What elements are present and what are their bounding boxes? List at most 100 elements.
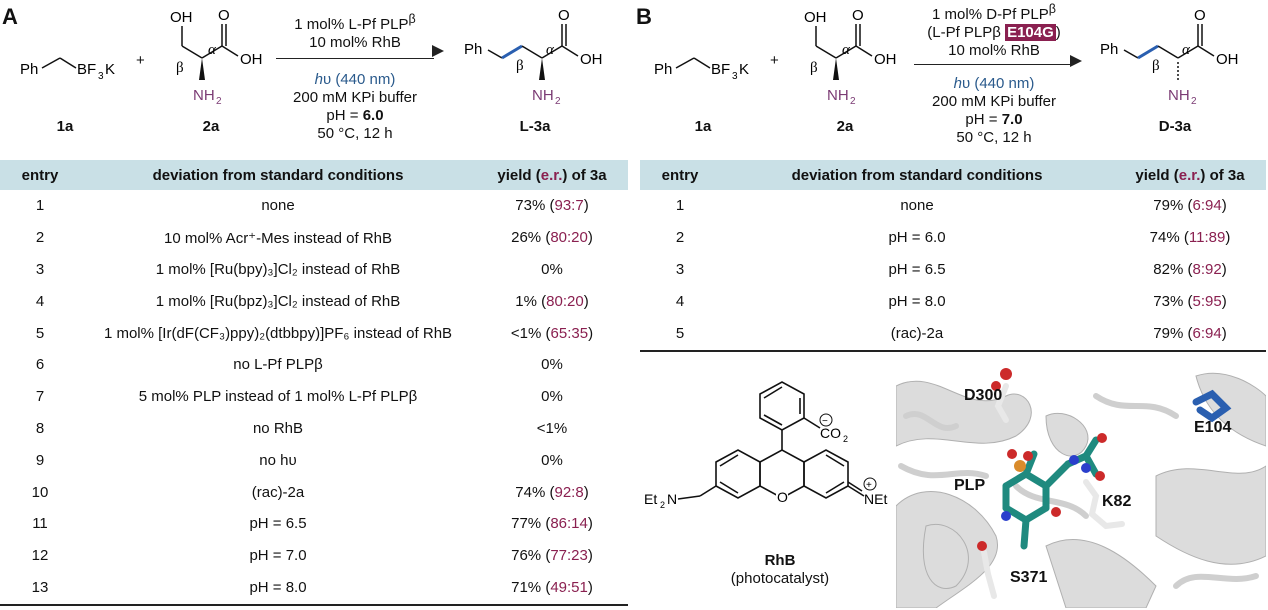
table-row: 4 1 mol% [Ru(bpz)₃]Cl₂ instead of RhB 1% (…	[0, 285, 628, 317]
svg-text:OH: OH	[240, 51, 263, 68]
conditions-b-catalyst: 1 mol% D-Pf PLPβ	[932, 2, 1056, 23]
entry-cell: 1	[675, 197, 685, 215]
rhodamine-b-structure: O CO 2 − Et 2 N NEt +	[640, 372, 890, 568]
deviation-cell: 10 mol% Acr⁺-Mes instead of RhB	[163, 229, 392, 247]
svg-text:OH: OH	[1216, 51, 1239, 68]
svg-text:α: α	[842, 42, 851, 58]
label-s371: S371	[1010, 569, 1047, 586]
yield-cell: 82% (8:92)	[1153, 260, 1227, 278]
svg-text:NH: NH	[193, 87, 215, 104]
deviation-cell: 1 mol% [Ru(bpz)₃]Cl₂ instead of RhB	[155, 292, 401, 310]
label-k82: K82	[1102, 493, 1131, 510]
reaction-arrow-b	[914, 64, 1074, 75]
deviation-cell: 5 mol% PLP instead of 1 mol% L-Pf PLPβ	[138, 388, 418, 406]
yield-value: 0%	[541, 260, 563, 278]
table-b-header: entry deviation from standard conditions…	[640, 160, 1266, 190]
svg-text:3: 3	[98, 71, 104, 82]
svg-text:NH: NH	[827, 87, 849, 104]
yield-cell: 1% (80:20)	[515, 292, 589, 310]
product-d3a-label: D-3a	[1158, 118, 1192, 135]
yield-value: 74%	[1149, 229, 1180, 247]
deviation-cell: none	[261, 197, 295, 215]
deviation-cell: none	[900, 197, 934, 215]
yield-cell: 76% (77:23)	[511, 547, 593, 565]
conditions-b-mutant: (L-Pf PLPβ E104G)	[927, 24, 1061, 41]
product-l3a-label: L-3a	[519, 118, 551, 135]
deviation-cell: (rac)-2a	[890, 324, 944, 342]
panel-a-letter: A	[2, 4, 18, 29]
entry-cell: 10	[31, 483, 49, 501]
svg-text:O: O	[1194, 7, 1206, 24]
svg-text:CO: CO	[820, 425, 841, 441]
svg-text:NEt: NEt	[864, 491, 887, 507]
serine-structure-b: OH O OH NH 2 α β	[792, 6, 912, 107]
conditions-a-ph: pH = 6.0	[326, 107, 384, 124]
entry-cell: 11	[32, 515, 48, 533]
svg-text:O: O	[218, 7, 230, 24]
svg-text:Ph: Ph	[20, 61, 38, 78]
yield-value: 0%	[541, 356, 563, 374]
yield-value: 79%	[1153, 324, 1184, 342]
yield-cell: 79% (6:94)	[1153, 197, 1227, 215]
deviation-cell: pH = 8.0	[888, 292, 946, 310]
entry-cell: 4	[35, 292, 45, 310]
conditions-a-light: hυ (440 nm)	[314, 71, 396, 88]
svg-text:OH: OH	[804, 9, 827, 26]
deviation-cell: 1 mol% [Ru(bpy)₃]Cl₂ instead of RhB	[155, 260, 401, 278]
er-value: 6:94	[1192, 197, 1222, 215]
conditions-a-catalyst: 1 mol% L-Pf PLPβ	[294, 12, 416, 33]
svg-text:OH: OH	[580, 51, 603, 68]
yield-value: 76%	[511, 547, 542, 565]
header-entry-b: entry	[640, 160, 720, 190]
table-a: entry deviation from standard conditions…	[0, 160, 628, 603]
deviation-cell: no L-Pf PLPβ	[233, 356, 323, 374]
reaction-arrow-a	[276, 58, 434, 71]
yield-value: 1%	[515, 292, 537, 310]
svg-text:2: 2	[555, 96, 561, 106]
svg-text:Ph: Ph	[1100, 41, 1118, 58]
compound-2a-label-b: 2a	[836, 118, 854, 135]
svg-text:β: β	[810, 60, 818, 76]
yield-value: 73%	[515, 197, 546, 215]
plus-sign-b: +	[770, 52, 779, 69]
svg-text:NH: NH	[1168, 87, 1190, 104]
yield-value: <1%	[536, 419, 568, 437]
yield-value: 71%	[511, 578, 542, 596]
er-value: 77:23	[550, 547, 588, 565]
er-value: 80:20	[550, 229, 588, 247]
compound-1a-label: 1a	[56, 118, 74, 135]
yield-value: 26%	[511, 229, 542, 247]
yield-value: 77%	[511, 515, 542, 533]
product-l3a-structure: Ph O OH NH 2 α β	[458, 6, 628, 107]
entry-cell: 12	[31, 547, 49, 565]
entry-cell: 2	[675, 229, 685, 247]
deviation-cell: pH = 6.0	[888, 229, 946, 247]
yield-cell: <1% (65:35)	[510, 324, 594, 342]
deviation-cell: no RhB	[252, 419, 304, 437]
entry-cell: 4	[675, 292, 685, 310]
svg-text:NH: NH	[532, 87, 554, 104]
conditions-b-temp: 50 °C, 12 h	[956, 129, 1032, 146]
table-a-bottom-rule	[0, 604, 628, 606]
yield-cell: 0%	[476, 349, 628, 381]
conditions-a-temp: 50 °C, 12 h	[317, 125, 393, 142]
svg-text:O: O	[852, 7, 864, 24]
table-row: 1 none 79% (6:94)	[640, 190, 1266, 222]
svg-text:OH: OH	[874, 51, 897, 68]
conditions-b-photocat: 10 mol% RhB	[948, 42, 1040, 59]
svg-text:α: α	[208, 42, 217, 58]
deviation-cell: 1 mol% [Ir(dF(CF₃)ppy)₂(dtbbpy)]PF₆ inst…	[103, 324, 453, 342]
arrowhead-a	[432, 44, 444, 63]
svg-text:α: α	[1182, 42, 1191, 58]
svg-text:Ph: Ph	[464, 41, 482, 58]
er-value: 80:20	[546, 292, 584, 310]
svg-text:K: K	[105, 61, 115, 78]
yield-cell: 73% (93:7)	[515, 197, 589, 215]
svg-text:BF: BF	[77, 61, 96, 78]
